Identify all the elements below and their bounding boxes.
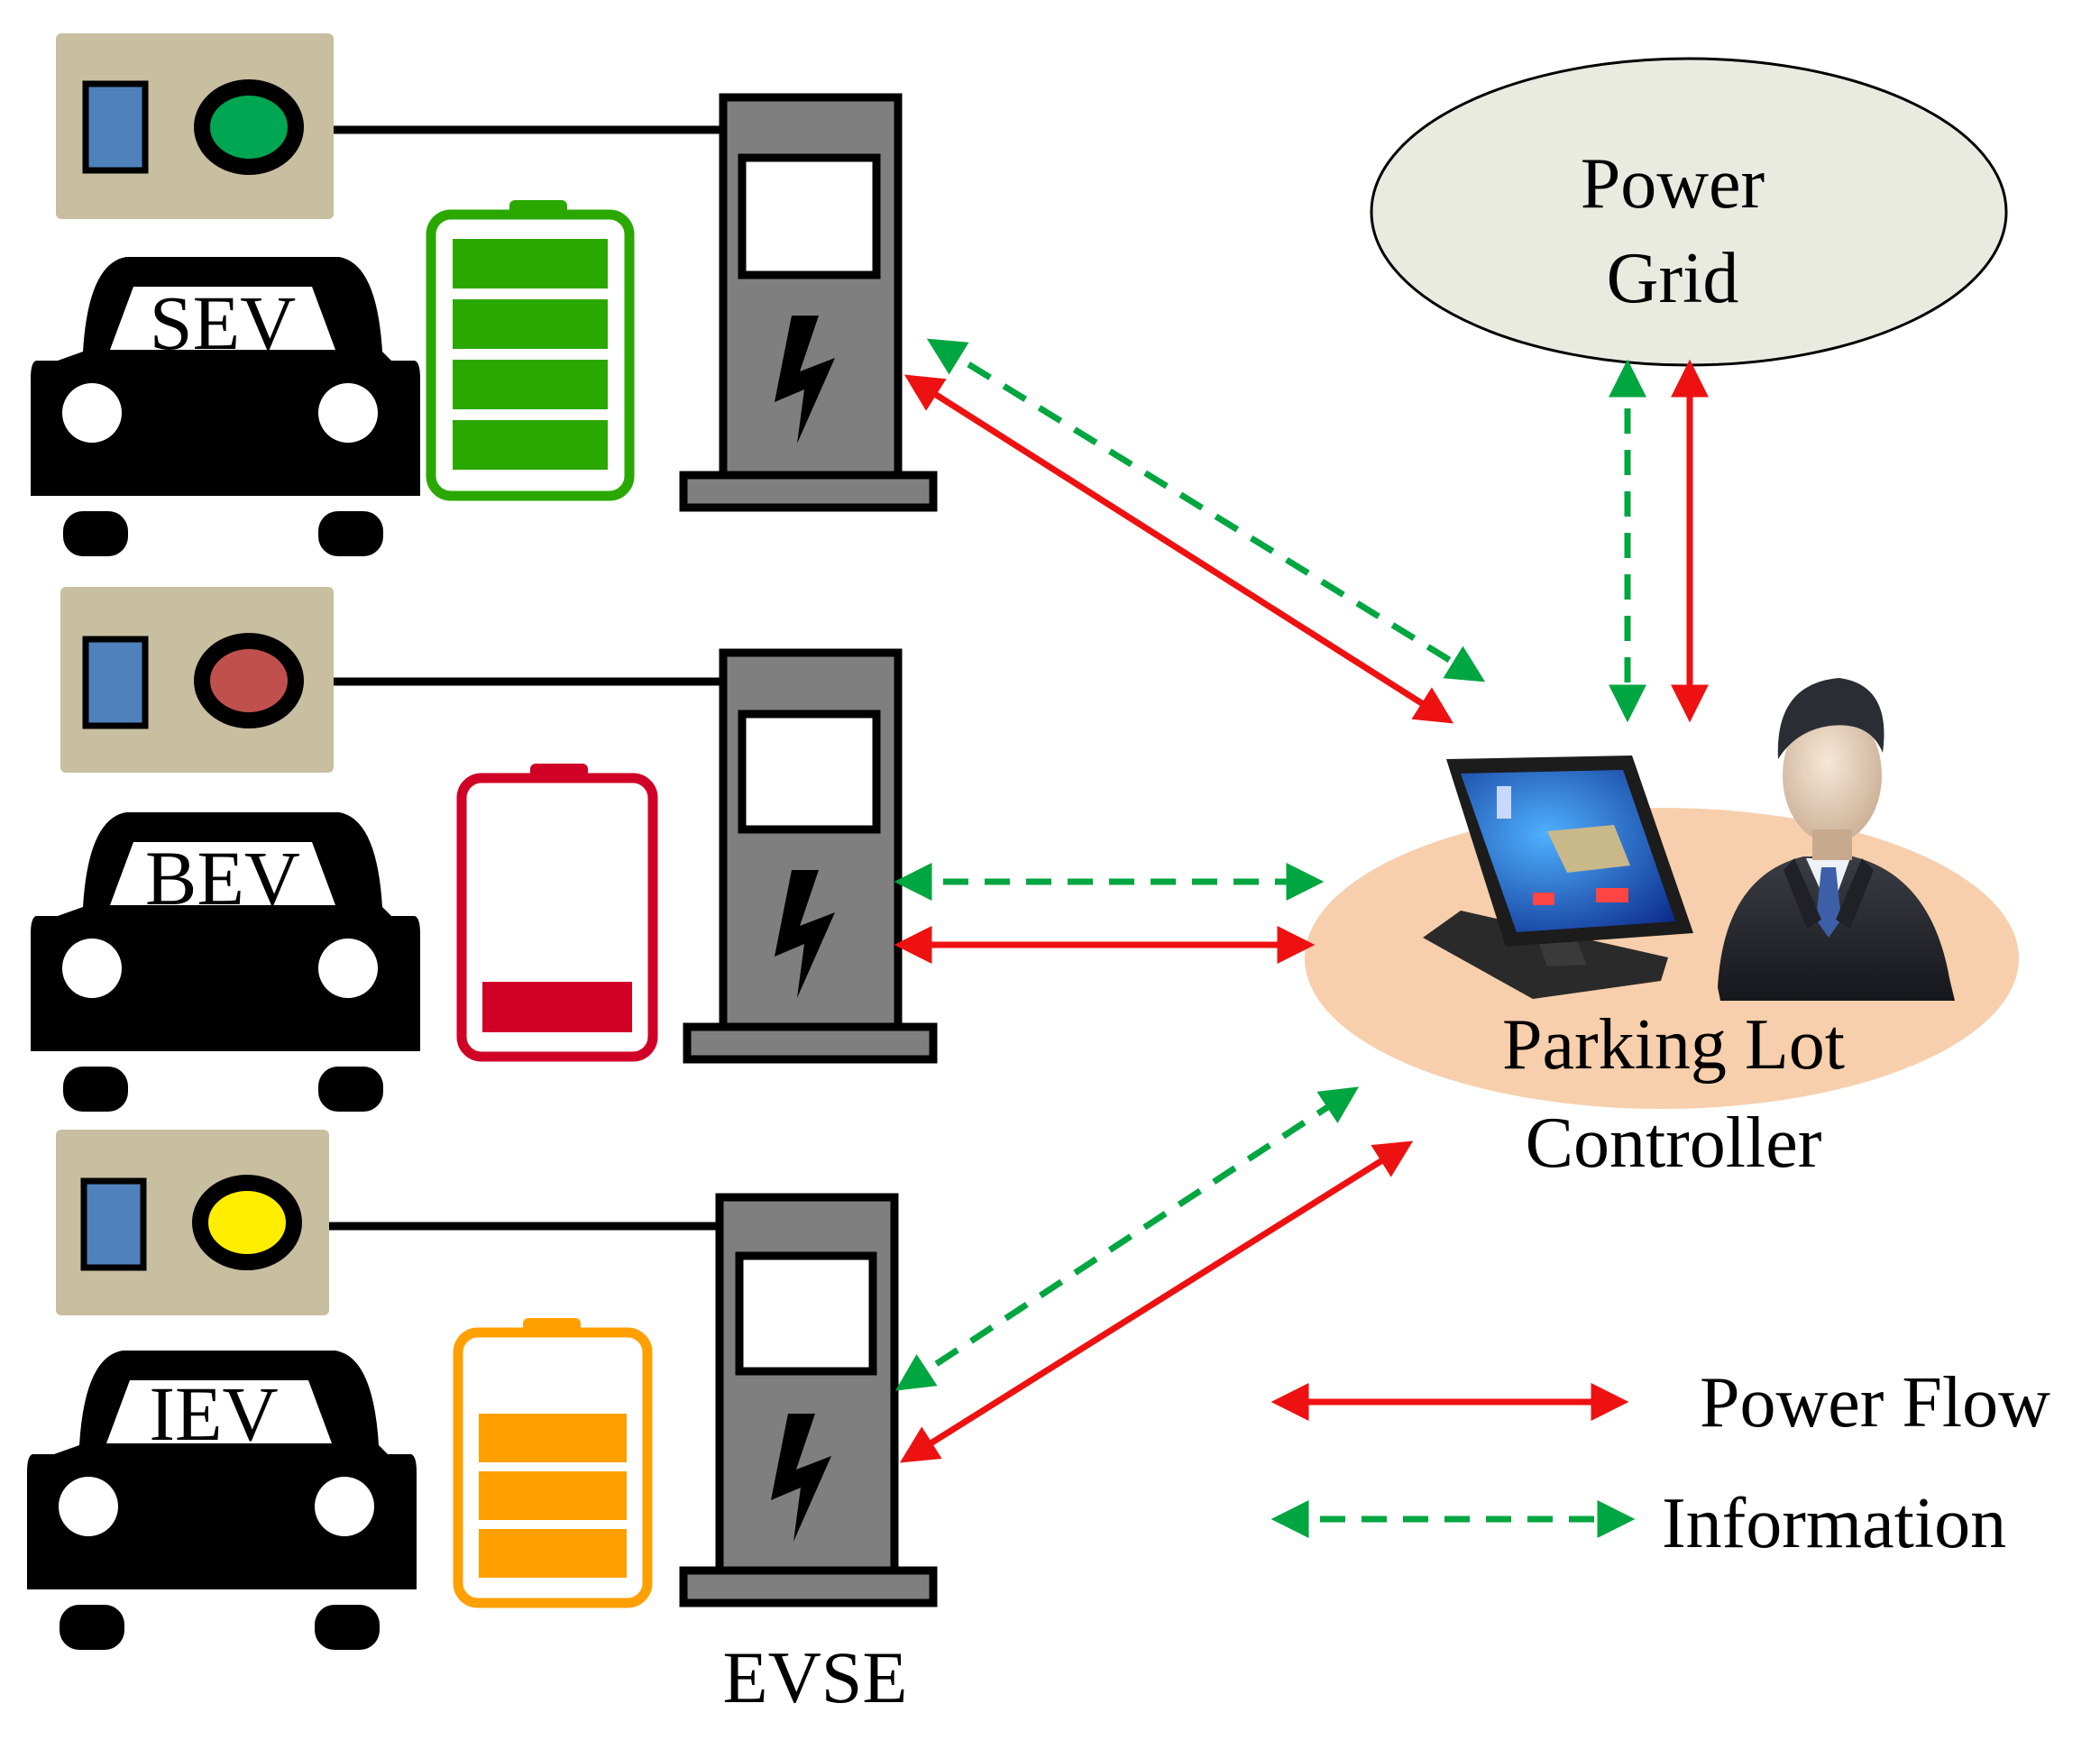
touchscreen-terminal-icon xyxy=(1423,756,1693,999)
car-label-iev: IEV xyxy=(149,1370,278,1457)
car-icon: IEV xyxy=(27,1351,417,1650)
lightning-icon xyxy=(775,870,835,998)
legend-power-flow-label: Power Flow xyxy=(1700,1363,2050,1442)
charger-station xyxy=(679,93,938,512)
battery-icon-medium xyxy=(453,1318,653,1608)
power-grid: Power Grid xyxy=(1370,57,2008,367)
power-grid-label-line2: Grid xyxy=(1607,239,1739,318)
power-grid-label-line1: Power xyxy=(1581,144,1765,224)
controller-label-line1: Parking Lot xyxy=(1502,1005,1845,1085)
flow-arrows xyxy=(894,338,1709,1463)
vehicle-row-bev: BEV xyxy=(31,587,938,1112)
car-label-sev: SEV xyxy=(150,279,296,366)
operator-person-icon xyxy=(1718,678,1955,1001)
legend-information-label: Information xyxy=(1662,1484,2006,1563)
car-icon: BEV xyxy=(31,812,420,1112)
parking-lot-controller: Parking Lot Controller xyxy=(1305,678,2019,1183)
power-flow-arrow-sev xyxy=(903,374,1454,724)
battery-icon-low xyxy=(456,764,658,1062)
vehicle-row-sev: SEV xyxy=(31,33,938,556)
vehicle-row-iev: IEV EVSE xyxy=(27,1130,938,1718)
charger-station xyxy=(683,648,938,1064)
panel-switch xyxy=(82,636,149,729)
legend: Power Flow Information xyxy=(1270,1363,2050,1563)
controller-label-line2: Controller xyxy=(1526,1104,1822,1183)
power-flow-arrow-iev xyxy=(899,1140,1414,1463)
status-light-yellow xyxy=(192,1175,302,1270)
status-light-red xyxy=(194,633,304,728)
car-label-bev: BEV xyxy=(145,835,300,921)
panel-switch xyxy=(80,1177,147,1271)
battery-icon-full xyxy=(426,200,635,501)
lightning-icon xyxy=(771,1414,831,1542)
panel-switch xyxy=(82,80,149,174)
lightning-icon xyxy=(775,316,835,444)
evse-label: EVSE xyxy=(723,1636,908,1718)
charger-station xyxy=(679,1193,938,1607)
car-icon: SEV xyxy=(31,257,420,556)
info-arrow-iev xyxy=(894,1086,1360,1391)
info-arrow-sev xyxy=(926,338,1486,682)
status-light-green xyxy=(194,79,304,175)
